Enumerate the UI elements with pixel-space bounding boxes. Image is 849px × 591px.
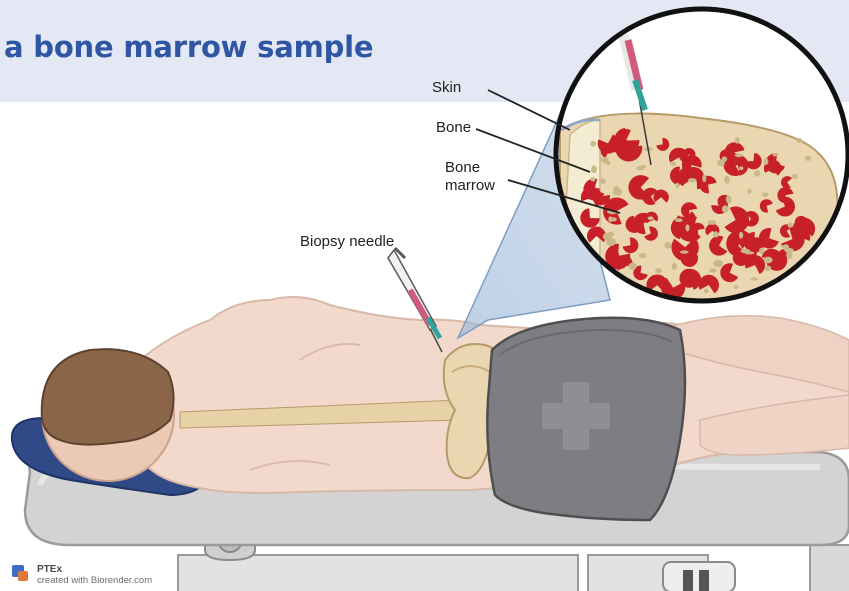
bone-speck (713, 231, 719, 237)
bone-speck (641, 165, 646, 169)
bone-speck (735, 153, 743, 157)
bone-speck (796, 138, 802, 143)
bone-speck (629, 263, 637, 270)
bone-speck (676, 183, 680, 188)
credit-brand: PTEx (37, 564, 152, 575)
bone-speck (713, 260, 723, 267)
credit-subtext: created with Biorender.com (37, 575, 152, 586)
bone-speck (764, 158, 769, 165)
bone-speck (739, 232, 743, 239)
bone-speck (608, 216, 612, 222)
bone-speck (724, 176, 729, 184)
bone-speck (704, 289, 709, 294)
bone-speck (792, 174, 798, 179)
bone-speck (675, 218, 683, 222)
label-bone: Bone (436, 119, 471, 137)
bone-speck (735, 137, 740, 143)
label-biopsy-needle: Biopsy needle (300, 233, 394, 251)
bone-speck (780, 245, 788, 248)
bone-speck (754, 170, 760, 177)
bone-speck (591, 177, 596, 182)
bone-speck (601, 157, 609, 163)
credit-text-block: PTEx created with Biorender.com (37, 564, 152, 586)
bone-speck (750, 278, 758, 281)
bone-speck (655, 268, 662, 274)
bone-speck (722, 205, 729, 212)
bone-speck (773, 154, 778, 157)
bone-speck (764, 266, 771, 272)
bone-speck (734, 285, 739, 289)
bone-speck (786, 252, 792, 259)
credit: PTEx created with Biorender.com (12, 564, 152, 591)
bone-speck (688, 178, 697, 182)
bone-speck (805, 156, 812, 161)
bone-speck (680, 250, 689, 253)
bone-speck (739, 166, 743, 170)
credit-logo-space (12, 564, 32, 584)
bone-speck (670, 162, 676, 166)
label-bone-marrow: Bone marrow (445, 159, 495, 195)
bone-speck (788, 222, 793, 227)
bone-speck (709, 268, 716, 272)
table-panel-icon (663, 562, 735, 591)
bone-speck (762, 193, 768, 197)
bone-speck (591, 165, 597, 173)
bone-speck (648, 216, 654, 220)
bone-speck (672, 263, 677, 270)
bone-speck (764, 257, 773, 264)
bone-speck (590, 141, 595, 147)
bone-speck (664, 242, 671, 249)
bone-speck (747, 189, 751, 194)
bone-speck (685, 224, 689, 231)
bone-speck (745, 251, 755, 254)
patient-head (42, 349, 174, 481)
label-skin: Skin (432, 79, 461, 97)
bone-speck (702, 174, 706, 182)
bone-speck (726, 195, 732, 203)
bone-speck (722, 156, 728, 161)
bone-speck (708, 220, 717, 225)
bone-speck (599, 178, 606, 184)
bone-speck (759, 248, 764, 255)
bone-speck (606, 238, 616, 246)
bone-speck (613, 186, 620, 194)
bone-speck (639, 253, 647, 258)
